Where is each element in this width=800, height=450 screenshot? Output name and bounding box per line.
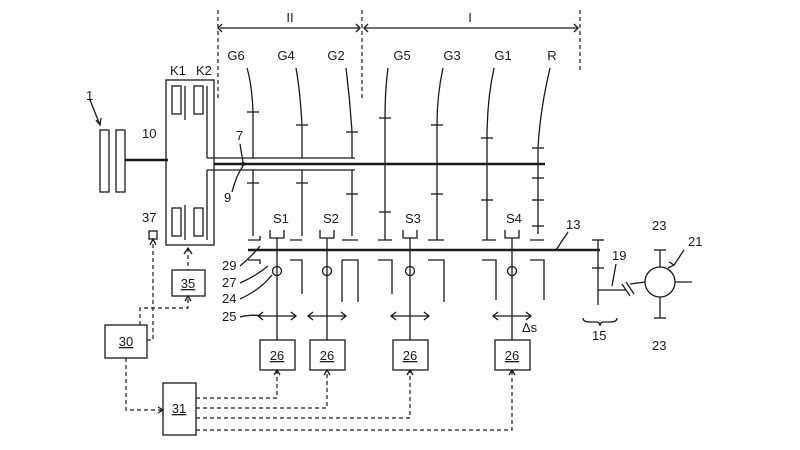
input-gears xyxy=(247,111,544,164)
actuator-label-2: 26 xyxy=(320,348,334,363)
leader-9 xyxy=(231,165,244,193)
final-drive xyxy=(582,239,692,327)
label-27: 27 xyxy=(222,275,236,290)
shifter-label-s4: S4 xyxy=(506,211,522,226)
range-brackets xyxy=(217,10,581,100)
label-29: 29 xyxy=(222,258,236,273)
engine xyxy=(89,99,126,193)
leader-19 xyxy=(611,263,617,287)
gear-leaders xyxy=(246,67,551,149)
label-9: 9 xyxy=(224,190,231,205)
shift-sleeves xyxy=(269,230,520,340)
signal-lines xyxy=(125,237,516,431)
actuator-label-1: 26 xyxy=(270,348,284,363)
label-15: 15 xyxy=(592,328,606,343)
leader-25 xyxy=(239,314,263,318)
leader-21 xyxy=(673,249,685,266)
shifter-label-s3: S3 xyxy=(405,211,421,226)
range-i-label: I xyxy=(468,10,472,25)
gear-label-g3: G3 xyxy=(443,48,460,63)
label-1: 1 xyxy=(86,88,93,103)
label-7: 7 xyxy=(236,128,243,143)
range-ii-label: II xyxy=(286,10,293,25)
input-shafts xyxy=(206,120,545,205)
actuator-label-3: 26 xyxy=(403,348,417,363)
leader-21-arrow xyxy=(667,261,676,269)
gear-label-r: R xyxy=(547,48,556,63)
label-30: 30 xyxy=(119,334,133,349)
shifter-label-s1: S1 xyxy=(273,211,289,226)
leader-24 xyxy=(239,274,273,300)
actuators xyxy=(259,339,531,371)
gear-label-g1: G1 xyxy=(494,48,511,63)
label-23-top: 23 xyxy=(652,218,666,233)
leader-29 xyxy=(239,245,261,267)
label-10: 10 xyxy=(142,126,156,141)
double-clutch xyxy=(165,79,215,246)
leader-7 xyxy=(239,143,244,163)
label-35: 35 xyxy=(181,276,195,291)
label-23-bottom: 23 xyxy=(652,338,666,353)
label-24: 24 xyxy=(222,291,236,306)
shift-arrows xyxy=(256,311,533,321)
label-31: 31 xyxy=(172,401,186,416)
shifter-label-s2: S2 xyxy=(323,211,339,226)
label-37: 37 xyxy=(142,210,156,225)
gear-label-g4: G4 xyxy=(277,48,294,63)
gear-label-g6: G6 xyxy=(227,48,244,63)
control-units xyxy=(104,230,206,436)
output-hubs xyxy=(248,236,545,302)
gear-label-g5: G5 xyxy=(393,48,410,63)
gear-label-g2: G2 xyxy=(327,48,344,63)
delta-s-label: Δs xyxy=(522,320,538,335)
label-25: 25 xyxy=(222,309,236,324)
label-21: 21 xyxy=(688,234,702,249)
clutch-label-k1: K1 xyxy=(170,63,186,78)
leader-27 xyxy=(239,265,269,284)
label-19: 19 xyxy=(612,248,626,263)
actuator-label-4: 26 xyxy=(505,348,519,363)
leader-13 xyxy=(555,231,569,251)
clutch-label-k2: K2 xyxy=(196,63,212,78)
output-gears xyxy=(247,164,544,240)
label-13: 13 xyxy=(566,217,580,232)
